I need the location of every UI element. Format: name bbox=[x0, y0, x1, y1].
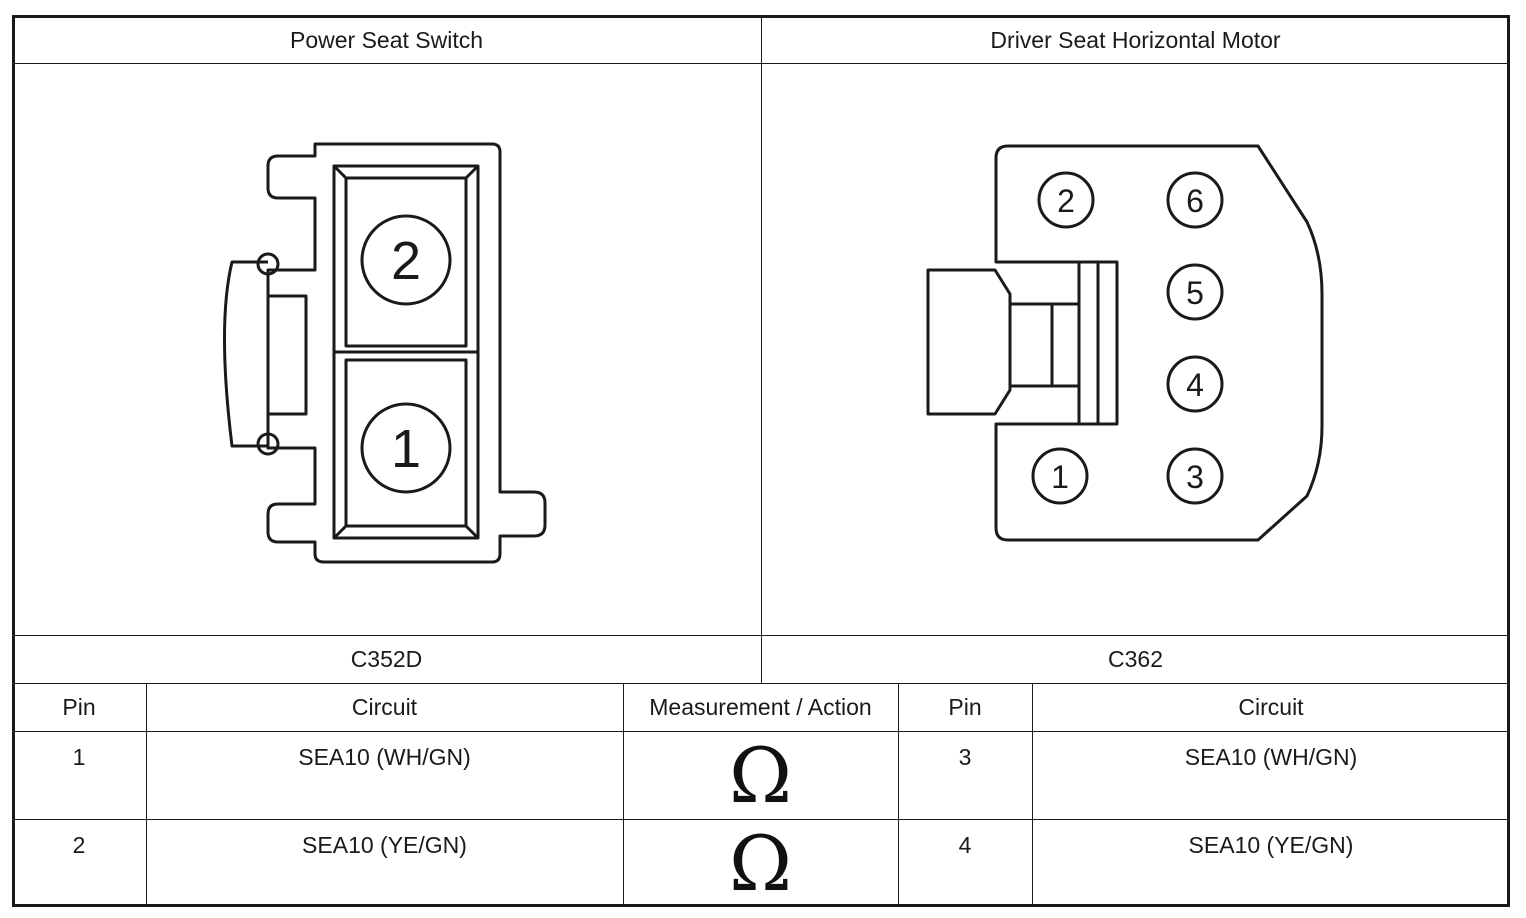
table-row-1-ohm-icon: Ω bbox=[728, 731, 792, 820]
table-row-1-circuit-right: SEA10 (WH/GN) bbox=[1184, 744, 1358, 770]
table-row-2-circuit-right: SEA10 (YE/GN) bbox=[1188, 832, 1354, 858]
right-pin-circle-4 bbox=[1166, 355, 1224, 413]
header-measurement: Measurement / Action bbox=[649, 694, 872, 720]
table-row-1-pin-left: 1 bbox=[72, 744, 86, 770]
right-pin-circle-6 bbox=[1166, 171, 1224, 229]
left-latch-window bbox=[266, 294, 308, 416]
left-pin-circle-1 bbox=[360, 402, 452, 494]
left-pin-label-1: 1 bbox=[391, 419, 421, 479]
divider-row-1 bbox=[12, 819, 1510, 820]
left-housing-outline bbox=[266, 142, 547, 564]
right-pin-circle-3 bbox=[1166, 447, 1224, 505]
left-connector-title: Power Seat Switch bbox=[289, 27, 484, 53]
divider-col-3 bbox=[898, 683, 899, 907]
right-pin-circle-1 bbox=[1031, 447, 1089, 505]
right-pin-label-3: 3 bbox=[1186, 459, 1204, 495]
divider-table-header bbox=[12, 731, 1510, 732]
table-row-1-circuit-left: SEA10 (WH/GN) bbox=[298, 744, 471, 770]
right-pin-circle-5 bbox=[1166, 263, 1224, 321]
table-row-2-ohm-icon: Ω bbox=[728, 819, 792, 908]
divider-connector-id bbox=[12, 683, 1510, 684]
cavity-lower bbox=[344, 358, 468, 528]
header-pin-right: Pin bbox=[948, 694, 982, 720]
header-circuit-left: Circuit bbox=[351, 694, 418, 720]
right-pin-label-2: 2 bbox=[1057, 183, 1075, 219]
left-connector-drawing: 2 1 bbox=[223, 142, 547, 564]
table-row-1-pin-right: 3 bbox=[958, 744, 972, 770]
right-pin-label-5: 5 bbox=[1186, 275, 1204, 311]
table-row-2-pin-left: 2 bbox=[72, 832, 86, 858]
divider-center bbox=[761, 15, 762, 683]
right-pin-label-4: 4 bbox=[1186, 367, 1204, 403]
table-row-2-pin-right: 4 bbox=[958, 832, 972, 858]
right-pin-label-1: 1 bbox=[1051, 459, 1069, 495]
divider-col-4 bbox=[1032, 683, 1033, 907]
left-pin-label-2: 2 bbox=[391, 231, 421, 291]
left-pin-circle-2 bbox=[360, 214, 452, 306]
right-pin-label-6: 6 bbox=[1186, 183, 1204, 219]
right-connector-drawing: 2 6 5 4 1 3 bbox=[926, 144, 1324, 542]
divider-col-2 bbox=[623, 683, 624, 907]
right-pin-circle-2 bbox=[1037, 171, 1095, 229]
left-connector-id: C352D bbox=[350, 646, 423, 672]
left-latch-pivot-bottom bbox=[256, 432, 280, 456]
right-latch bbox=[926, 268, 1012, 416]
left-latch-pivot-top bbox=[256, 252, 280, 276]
right-connector-id: C362 bbox=[1108, 646, 1163, 672]
header-circuit-right: Circuit bbox=[1238, 694, 1304, 720]
header-pin-left: Pin bbox=[62, 694, 96, 720]
table-row-2-circuit-left: SEA10 (YE/GN) bbox=[302, 832, 467, 858]
right-connector-title: Driver Seat Horizontal Motor bbox=[990, 27, 1281, 53]
cavity-upper bbox=[344, 176, 468, 348]
left-latch bbox=[223, 260, 268, 448]
divider-col-1 bbox=[146, 683, 147, 907]
right-housing-outline bbox=[994, 144, 1324, 542]
